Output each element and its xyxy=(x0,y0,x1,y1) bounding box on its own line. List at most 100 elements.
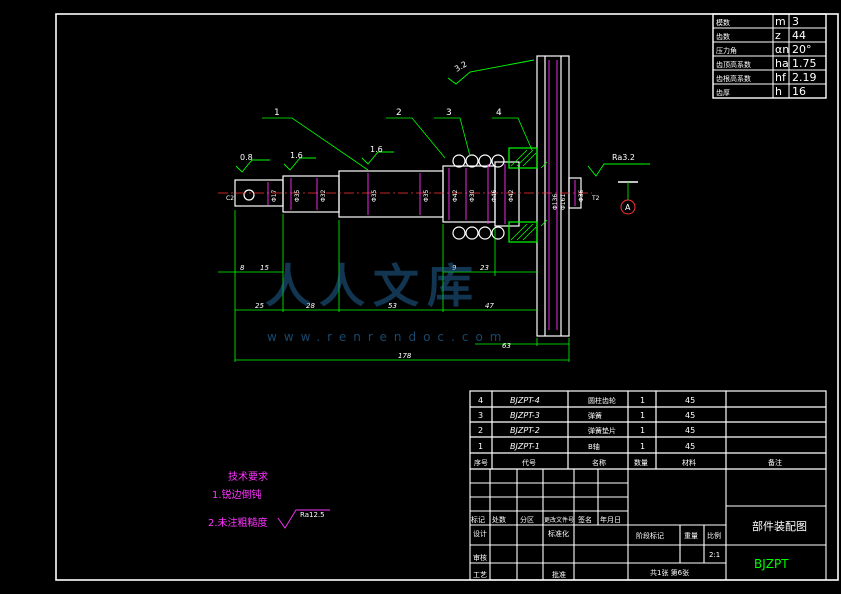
spring-coils xyxy=(452,154,505,240)
datum-circle xyxy=(620,199,636,215)
length-label: 9 xyxy=(452,264,457,272)
bom-name: 圆柱齿轮 xyxy=(588,396,616,405)
scale-label: 比例 xyxy=(707,531,721,540)
gear-param-value: 3 xyxy=(792,15,799,28)
gear-param-symbol: z xyxy=(775,29,781,42)
bom-no: 4 xyxy=(478,396,483,405)
gear-param-name: 齿根高系数 xyxy=(716,74,751,83)
role-review: 审核 xyxy=(473,553,487,562)
bom-table xyxy=(469,390,827,470)
rev-date: 年月日 xyxy=(600,515,621,524)
role-standard: 标准化 xyxy=(548,529,569,538)
sheet-count: 共1张 第6张 xyxy=(650,568,689,577)
bom-header-no: 序号 xyxy=(474,458,488,467)
bom-material: 45 xyxy=(685,442,695,451)
roughness-16a: 1.6 xyxy=(290,151,303,160)
gear-param-name: 齿厚 xyxy=(716,89,730,97)
bom-code: BJZPT-3 xyxy=(510,411,540,420)
title-block-labels: 标记 处数 分区 更改文件号 签名 年月日 设计 标准化 审核 工艺 批准 阶段… xyxy=(471,515,721,579)
hatching xyxy=(510,149,548,241)
bom-no: 3 xyxy=(478,411,483,420)
length-label: 23 xyxy=(480,264,489,272)
balloons: 1 2 3 4 xyxy=(274,108,502,118)
length-label: 47 xyxy=(485,302,494,310)
tech-req-item-1: 1.锐边倒钝 xyxy=(212,488,262,501)
length-label: 178 xyxy=(398,352,412,360)
bom-qty: 1 xyxy=(640,442,645,451)
diameter-label: Φ42 xyxy=(508,189,515,202)
length-dimension-lines xyxy=(218,210,570,362)
roughness-08: 0.8 xyxy=(240,153,253,162)
balloon-label: 3 xyxy=(446,108,452,118)
bom-code: BJZPT-4 xyxy=(510,396,540,405)
gear-param-value: 16 xyxy=(792,85,806,98)
bom-material: 45 xyxy=(685,426,695,435)
stage-label: 阶段标记 xyxy=(636,531,664,540)
gear-param-symbol: αn xyxy=(775,43,789,56)
bom-code: BJZPT-1 xyxy=(510,442,540,451)
balloon-label: 2 xyxy=(396,108,402,118)
diameter-label: Φ46 xyxy=(491,189,498,202)
tech-req-title: 技术要求 xyxy=(228,470,268,483)
diameter-label: Φ136 xyxy=(552,194,559,210)
pin-hole xyxy=(243,189,255,201)
length-label: 15 xyxy=(260,264,269,272)
diameter-label: Φ42 xyxy=(452,189,459,202)
gear-param-symbol: hf xyxy=(775,71,787,84)
roughness-symbols xyxy=(235,59,650,177)
rev-doc: 更改文件号 xyxy=(544,516,574,524)
length-label: 63 xyxy=(502,342,511,350)
role-approve: 批准 xyxy=(552,570,566,579)
diameter-label: Φ161 xyxy=(560,194,567,210)
rev-zone: 分区 xyxy=(520,515,534,524)
gear-param-name: 压力角 xyxy=(716,46,737,55)
bom-qty: 1 xyxy=(640,396,645,405)
bom-header-note: 备注 xyxy=(768,458,782,467)
bom-qty: 1 xyxy=(640,426,645,435)
bom-header-code: 代号 xyxy=(522,458,536,467)
tech-req-roughness-symbol xyxy=(277,509,330,529)
diameter-label: Φ36 xyxy=(578,189,585,202)
bom-code: BJZPT-2 xyxy=(510,426,540,435)
watermark: 人人文库 www.renrendoc.com xyxy=(265,250,565,350)
bom-name: B轴 xyxy=(588,442,600,451)
shaft-assembly xyxy=(234,55,582,337)
balloon-label: 1 xyxy=(274,108,280,118)
drawing-title: 部件装配图 xyxy=(752,519,807,533)
gear-param-name: 齿数 xyxy=(716,32,730,41)
diameter-label: Φ35 xyxy=(294,189,301,202)
bom-no: 1 xyxy=(478,442,483,451)
drawing-code: BJZPT xyxy=(754,557,789,571)
tech-req-roughness: Ra12.5 xyxy=(300,511,325,519)
bom-material: 45 xyxy=(685,396,695,405)
title-block xyxy=(469,468,827,581)
rev-count: 处数 xyxy=(492,515,506,524)
bom-name: 弹簧垫片 xyxy=(588,426,616,435)
roughness-ra32: Ra3.2 xyxy=(612,153,635,162)
diameter-label: Φ35 xyxy=(371,189,378,202)
rev-sign: 签名 xyxy=(578,515,592,524)
scale-value: 2:1 xyxy=(709,551,720,559)
right-note: T2 xyxy=(591,195,600,202)
gear-param-name: 齿顶高系数 xyxy=(716,60,751,69)
bom-header-qty: 数量 xyxy=(634,458,648,467)
gear-param-value: 1.75 xyxy=(792,57,817,70)
gear-param-value: 2.19 xyxy=(792,71,817,84)
bom-header-material: 材料 xyxy=(682,458,696,467)
gear-param-value: 20° xyxy=(792,43,812,56)
diameter-label: Φ35 xyxy=(423,189,430,202)
length-label: 8 xyxy=(240,264,245,272)
length-label: 25 xyxy=(255,302,264,310)
diameter-label: Φ32 xyxy=(320,189,327,202)
chamfer-note: C2 xyxy=(226,195,234,202)
balloon-label: 4 xyxy=(496,108,502,118)
bom-name: 弹簧 xyxy=(588,411,602,420)
diameter-dimensions xyxy=(267,60,576,330)
gear-param-symbol: ha xyxy=(775,57,789,70)
role-design: 设计 xyxy=(473,529,487,538)
bom-material: 45 xyxy=(685,411,695,420)
gear-param-symbol: m xyxy=(775,15,786,28)
